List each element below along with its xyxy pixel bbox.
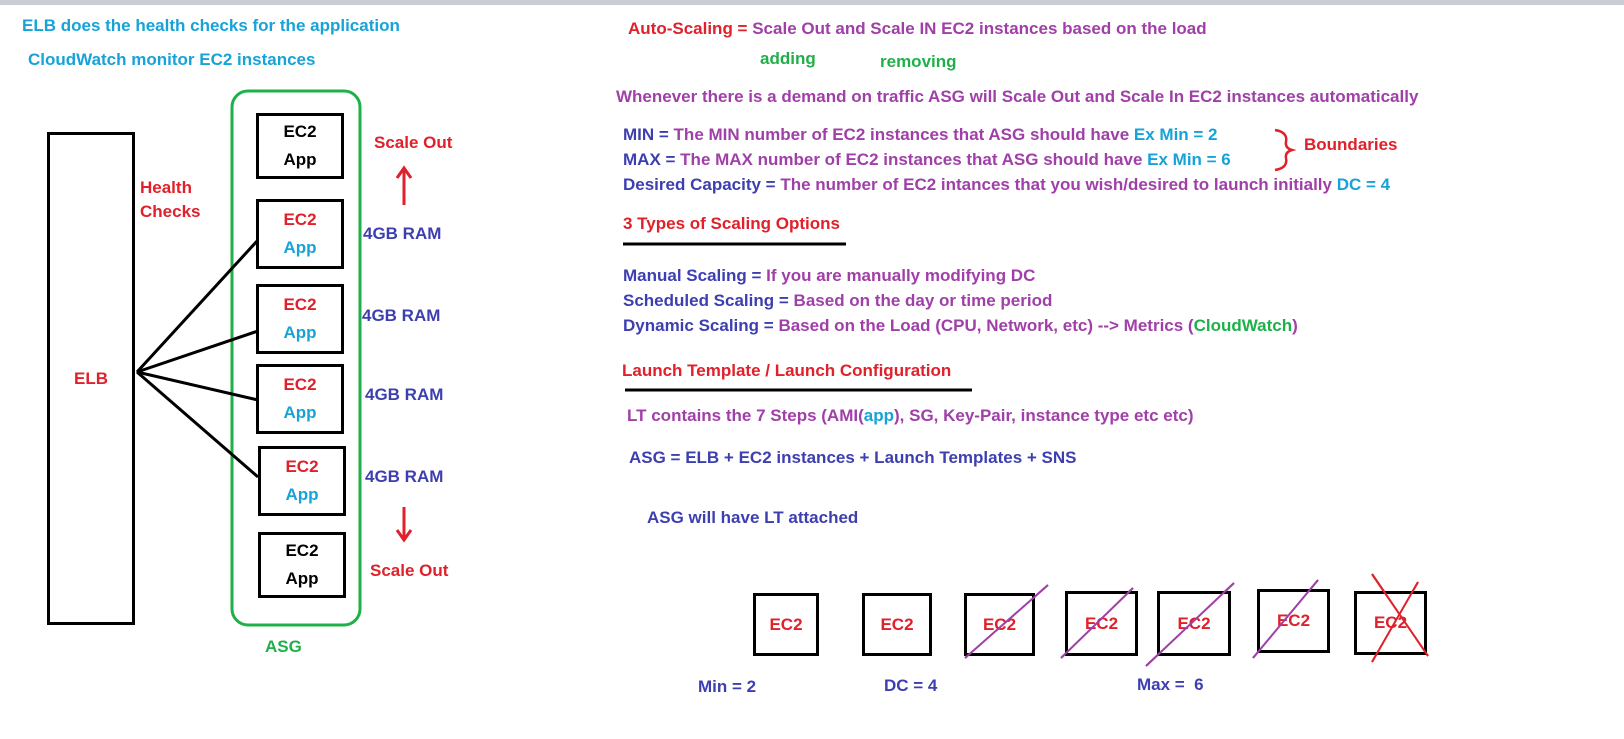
- elb-label: ELB: [74, 368, 108, 388]
- instance-box: EC2 App: [256, 364, 344, 434]
- app-label: App: [283, 238, 317, 257]
- dynamic-key: Dynamic Scaling =: [623, 316, 774, 335]
- ec2-label: EC2: [283, 375, 317, 394]
- cross-mark: [1371, 573, 1429, 657]
- ec2-box: EC2: [1354, 591, 1427, 655]
- instance-box: EC2 App: [258, 446, 346, 516]
- asg-label: ASG: [265, 637, 302, 656]
- boundaries-label: Boundaries: [1304, 135, 1398, 154]
- max-key: MAX =: [623, 150, 676, 169]
- max-example: Ex Min = 6: [1147, 150, 1231, 169]
- min-example: Ex Min = 2: [1133, 125, 1218, 144]
- scaling-types-heading: 3 Types of Scaling Options: [623, 214, 840, 233]
- cross-mark: [1371, 581, 1419, 663]
- scheduled-scaling-line: Scheduled Scaling = Based on the day or …: [623, 291, 1052, 311]
- min-key: MIN =: [623, 125, 669, 144]
- instance-box: EC2 App: [256, 113, 344, 179]
- dynamic-value: Based on the Load (CPU, Network, etc) --…: [778, 316, 1194, 335]
- asg-equation: ASG = ELB + EC2 instances + Launch Templ…: [629, 448, 1077, 467]
- instance-box: EC2 App: [256, 284, 344, 354]
- ec2-label: EC2: [285, 457, 319, 476]
- lt-app: app: [863, 406, 894, 425]
- autoscaling-key: Auto-Scaling =: [628, 19, 748, 38]
- ec2-box-label: EC2: [880, 614, 914, 634]
- launch-template-heading: Launch Template / Launch Configuration: [622, 361, 952, 380]
- ec2-box-label: EC2: [769, 614, 803, 634]
- note-elb-health: ELB does the health checks for the appli…: [22, 16, 400, 35]
- note-cloudwatch: CloudWatch monitor EC2 instances: [28, 50, 316, 69]
- min-label: Min = 2: [698, 677, 757, 696]
- ec2-box-label: EC2: [1276, 611, 1311, 630]
- dc-value: The number of EC2 intances that you wish…: [780, 175, 1332, 194]
- dc-example: DC = 4: [1336, 175, 1391, 194]
- connector-line: [135, 238, 260, 374]
- lt-text-a: LT contains the 7 Steps (AMI(: [627, 406, 864, 425]
- removing-label: removing: [880, 52, 957, 71]
- ec2-box: EC2: [964, 593, 1035, 656]
- app-label: App: [285, 485, 319, 504]
- asg-lt-attached: ASG will have LT attached: [647, 508, 859, 527]
- app-label: App: [285, 569, 319, 588]
- dynamic-cloudwatch: CloudWatch: [1193, 316, 1293, 335]
- ec2-box: EC2: [1065, 591, 1138, 656]
- manual-key: Manual Scaling =: [623, 266, 762, 285]
- connector-line: [136, 370, 259, 479]
- strike-mark: [964, 584, 1049, 659]
- scale-out-top: Scale Out: [374, 133, 453, 152]
- instance-box: EC2 App: [256, 199, 344, 269]
- scheduled-key: Scheduled Scaling =: [623, 291, 789, 310]
- adding-label: adding: [760, 49, 816, 68]
- lt-text-b: ), SG, Key-Pair, instance type etc etc): [894, 406, 1194, 425]
- ram-label: 4GB RAM: [363, 224, 442, 243]
- ram-label: 4GB RAM: [362, 306, 441, 325]
- ec2-label: EC2: [283, 295, 317, 314]
- whenever-line: Whenever there is a demand on traffic AS…: [616, 87, 1419, 106]
- app-label: App: [283, 403, 317, 422]
- connector-line: [136, 329, 259, 374]
- min-line: MIN = The MIN number of EC2 instances th…: [623, 125, 1218, 145]
- app-label: App: [283, 323, 317, 342]
- autoscaling-line: Auto-Scaling = Scale Out and Scale IN EC…: [628, 19, 1207, 39]
- dc-label: DC = 4: [884, 676, 938, 695]
- health-checks-label-2: Checks: [140, 202, 201, 221]
- dynamic-scaling-line: Dynamic Scaling = Based on the Load (CPU…: [623, 316, 1298, 336]
- manual-scaling-line: Manual Scaling = If you are manually mod…: [623, 266, 1035, 286]
- manual-value: If you are manually modifying DC: [766, 266, 1036, 285]
- elb-box: ELB: [47, 132, 135, 625]
- ec2-label: EC2: [283, 122, 317, 141]
- instance-box: EC2 App: [258, 532, 346, 598]
- max-label: Max = 6: [1137, 675, 1204, 694]
- desired-capacity-line: Desired Capacity = The number of EC2 int…: [623, 175, 1390, 195]
- ram-label: 4GB RAM: [365, 385, 444, 404]
- scheduled-value: Based on the day or time period: [793, 291, 1053, 310]
- ec2-label: EC2: [283, 210, 317, 229]
- min-value: The MIN number of EC2 instances that ASG…: [673, 125, 1130, 144]
- lt-contains-line: LT contains the 7 Steps (AMI(app), SG, K…: [627, 406, 1194, 426]
- strike-mark: [1060, 587, 1134, 659]
- dc-key: Desired Capacity =: [623, 175, 776, 194]
- brace-icon: [1274, 128, 1297, 172]
- arrow-up-head-icon: [395, 165, 413, 179]
- arrow-down-head-icon: [395, 529, 413, 543]
- top-border: [0, 0, 1624, 5]
- health-checks-label-1: Health: [140, 178, 192, 197]
- max-value: The MAX number of EC2 instances that ASG…: [680, 150, 1143, 169]
- max-line: MAX = The MAX number of EC2 instances th…: [623, 150, 1231, 170]
- app-label: App: [283, 150, 317, 169]
- connector-line: [136, 370, 259, 402]
- ec2-label: EC2: [285, 541, 319, 560]
- asg-container: [230, 89, 362, 627]
- strike-mark: [1252, 579, 1319, 659]
- ec2-box: EC2: [862, 593, 932, 656]
- strike-mark: [1145, 582, 1235, 667]
- ec2-box-label: EC2: [1373, 613, 1408, 632]
- ec2-box: EC2: [753, 593, 819, 656]
- autoscaling-value: Scale Out and Scale IN EC2 instances bas…: [752, 19, 1207, 38]
- ram-label: 4GB RAM: [365, 467, 444, 486]
- dynamic-close: ): [1292, 316, 1298, 335]
- scale-out-bottom: Scale Out: [370, 561, 449, 580]
- ec2-box: EC2: [1257, 589, 1330, 653]
